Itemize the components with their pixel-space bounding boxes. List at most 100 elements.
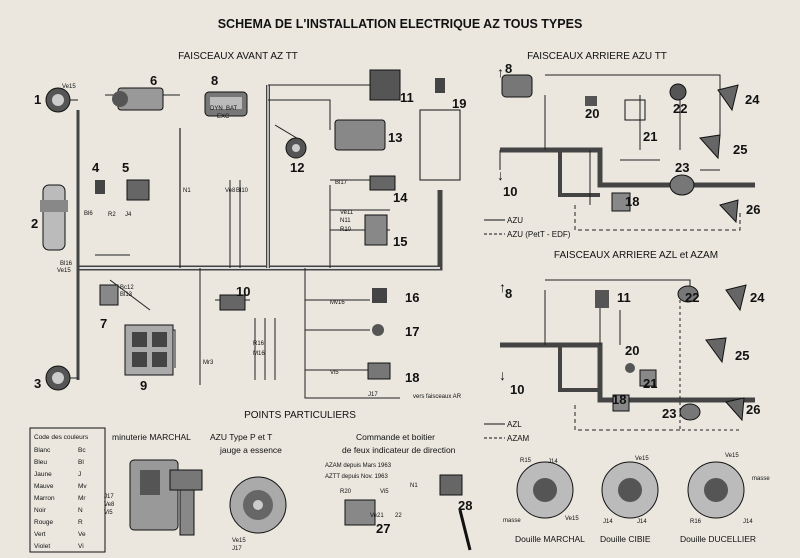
svg-text:Mv16: Mv16 bbox=[330, 300, 345, 306]
svg-text:19: 19 bbox=[452, 96, 466, 111]
douille-marchal: J14 R15 Ve15 masse bbox=[503, 458, 579, 524]
svg-text:J14: J14 bbox=[548, 459, 558, 465]
svg-text:J: J bbox=[78, 471, 81, 478]
svg-text:AZTT depuis Nov. 1963: AZTT depuis Nov. 1963 bbox=[325, 474, 388, 480]
svg-text:9: 9 bbox=[140, 378, 147, 393]
svg-text:10: 10 bbox=[503, 184, 517, 199]
svg-text:R16: R16 bbox=[253, 341, 265, 347]
section-front-title: FAISCEAUX AVANT AZ TT bbox=[178, 51, 298, 62]
svg-text:M16: M16 bbox=[253, 351, 265, 357]
svg-text:Vi5: Vi5 bbox=[380, 489, 389, 495]
svg-text:J14: J14 bbox=[637, 519, 647, 525]
svg-text:J17: J17 bbox=[368, 392, 378, 398]
svg-text:↓: ↓ bbox=[497, 167, 504, 183]
svg-text:Vert: Vert bbox=[34, 531, 46, 538]
caption-douille-marchal: Douille MARCHAL bbox=[515, 534, 585, 544]
svg-text:AZL: AZL bbox=[507, 420, 522, 429]
svg-text:Code des couleurs: Code des couleurs bbox=[34, 434, 89, 441]
svg-text:23: 23 bbox=[675, 160, 689, 175]
svg-text:Vi5: Vi5 bbox=[104, 510, 113, 516]
component-18 bbox=[367, 362, 391, 380]
svg-text:10: 10 bbox=[236, 284, 250, 299]
svg-text:Rouge: Rouge bbox=[34, 519, 54, 526]
svg-text:↑: ↑ bbox=[497, 64, 504, 80]
component-8-regulator bbox=[204, 91, 248, 117]
svg-text:Ve15: Ve15 bbox=[635, 456, 649, 462]
svg-text:10: 10 bbox=[510, 382, 524, 397]
svg-text:AZAM: AZAM bbox=[507, 434, 530, 443]
svg-text:Marron: Marron bbox=[34, 495, 55, 502]
component-11 bbox=[369, 69, 401, 101]
svg-text:Ve15: Ve15 bbox=[62, 84, 76, 90]
component-headlamp-right bbox=[45, 365, 71, 391]
component-16 bbox=[372, 288, 387, 303]
front-component-numbers: 1 2 3 4 5 6 7 8 9 10 11 12 13 14 15 16 1… bbox=[31, 73, 466, 393]
svg-text:J14: J14 bbox=[743, 519, 753, 525]
douille-captions: Douille MARCHAL Douille CIBIE Douille DU… bbox=[515, 534, 756, 544]
svg-text:2: 2 bbox=[31, 216, 38, 231]
svg-text:N1: N1 bbox=[183, 188, 191, 194]
svg-text:26: 26 bbox=[746, 402, 760, 417]
svg-text:21: 21 bbox=[643, 129, 657, 144]
svg-text:Ve15: Ve15 bbox=[565, 516, 579, 522]
svg-text:18: 18 bbox=[405, 370, 419, 385]
component-6-starter bbox=[112, 87, 164, 111]
svg-text:AZAM depuis Mars 1963: AZAM depuis Mars 1963 bbox=[325, 463, 392, 469]
svg-text:Jaune: Jaune bbox=[34, 471, 52, 478]
component-4 bbox=[95, 180, 105, 194]
component-coil bbox=[40, 184, 68, 251]
svg-text:3: 3 bbox=[34, 376, 41, 391]
svg-text:22: 22 bbox=[395, 513, 402, 519]
caption-feux: de feux indicateur de direction bbox=[342, 445, 456, 455]
svg-text:Bl17: Bl17 bbox=[335, 180, 348, 186]
svg-text:4: 4 bbox=[92, 160, 100, 175]
component-headlamp-left bbox=[45, 87, 71, 113]
svg-text:20: 20 bbox=[585, 106, 599, 121]
svg-text:6: 6 bbox=[150, 73, 157, 88]
svg-text:Bc12: Bc12 bbox=[120, 285, 134, 291]
svg-text:Violet: Violet bbox=[34, 543, 50, 550]
component-12-horn bbox=[285, 137, 307, 159]
section-rear-azl-title: FAISCEAUX ARRIERE AZL et AZAM bbox=[554, 250, 718, 261]
svg-text:J17: J17 bbox=[104, 494, 114, 500]
svg-text:Mauve: Mauve bbox=[34, 483, 54, 490]
caption-jauge: jauge a essence bbox=[219, 445, 282, 455]
component-7 bbox=[99, 284, 119, 306]
rear-azu-components bbox=[501, 74, 739, 224]
front-harness bbox=[55, 84, 443, 399]
svg-text:1: 1 bbox=[34, 92, 41, 107]
special-captions: minuterie MARCHAL AZU Type P et T jauge … bbox=[112, 432, 456, 455]
caption-azu-type: AZU Type P et T bbox=[210, 432, 272, 442]
svg-text:8: 8 bbox=[505, 61, 512, 76]
svg-text:13: 13 bbox=[388, 130, 402, 145]
component-10 bbox=[219, 294, 246, 311]
caption-douille-cibie: Douille CIBIE bbox=[600, 534, 651, 544]
svg-text:R20: R20 bbox=[340, 489, 352, 495]
component-13 bbox=[334, 119, 386, 151]
svg-text:16: 16 bbox=[405, 290, 419, 305]
svg-text:AZU (PetT - EDF): AZU (PetT - EDF) bbox=[507, 230, 571, 239]
svg-text:N: N bbox=[78, 507, 83, 514]
svg-text:25: 25 bbox=[735, 348, 749, 363]
svg-text:Vi5: Vi5 bbox=[330, 370, 339, 376]
svg-text:22: 22 bbox=[685, 290, 699, 305]
color-code-legend: Code des couleurs bbox=[29, 427, 106, 553]
svg-text:Ve15: Ve15 bbox=[725, 453, 739, 459]
svg-text:Vi: Vi bbox=[78, 543, 84, 550]
svg-text:25: 25 bbox=[733, 142, 747, 157]
caption-minuterie: minuterie MARCHAL bbox=[112, 432, 191, 442]
svg-text:Bl6: Bl6 bbox=[84, 211, 93, 217]
svg-text:J14: J14 bbox=[603, 519, 613, 525]
svg-text:24: 24 bbox=[750, 290, 765, 305]
svg-text:28: 28 bbox=[458, 498, 472, 513]
svg-text:18: 18 bbox=[625, 194, 639, 209]
svg-text:11: 11 bbox=[400, 90, 414, 105]
component-17 bbox=[372, 324, 384, 336]
svg-text:8: 8 bbox=[505, 286, 512, 301]
svg-text:23: 23 bbox=[662, 406, 676, 421]
svg-text:Ve15: Ve15 bbox=[232, 538, 246, 544]
component-14 bbox=[369, 175, 396, 191]
svg-text:Mr3: Mr3 bbox=[203, 360, 214, 366]
